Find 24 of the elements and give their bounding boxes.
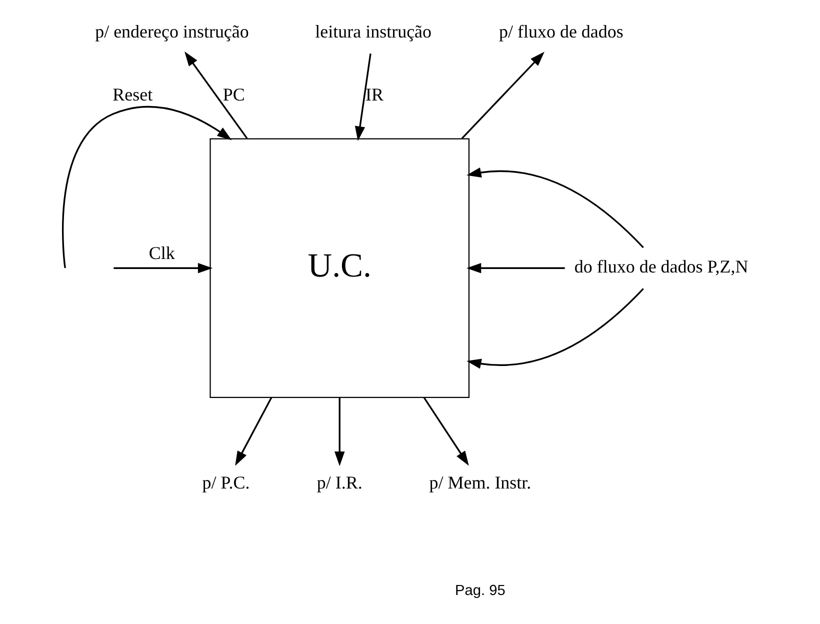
node-text: p/ fluxo de dados bbox=[499, 21, 624, 42]
arrow bbox=[184, 52, 248, 139]
arrow bbox=[235, 397, 272, 466]
node-text: p/ endereço instrução bbox=[95, 21, 249, 42]
edge-label: Clk bbox=[148, 242, 175, 263]
edge-label: IR bbox=[365, 84, 384, 104]
arrow bbox=[354, 53, 372, 141]
node-text: p/ Mem. Instr. bbox=[429, 472, 532, 492]
arrow bbox=[461, 52, 544, 140]
arrow bbox=[466, 167, 644, 248]
node-box: U.C. bbox=[210, 138, 470, 398]
node-text: p/ I.R. bbox=[316, 472, 362, 492]
arrow bbox=[114, 263, 213, 274]
node-text: p/ P.C. bbox=[202, 472, 250, 492]
edge-label: PC bbox=[222, 84, 245, 104]
node-text: leitura instrução bbox=[315, 21, 432, 42]
arrow bbox=[466, 288, 644, 369]
edge-label: Reset bbox=[112, 84, 153, 104]
node-text: do fluxo de dados P,Z,N bbox=[574, 256, 748, 276]
arrow bbox=[466, 263, 565, 274]
arrow bbox=[423, 397, 469, 466]
label: Pag. 95 bbox=[455, 582, 506, 599]
arrow bbox=[334, 398, 345, 466]
arrow bbox=[62, 106, 232, 268]
